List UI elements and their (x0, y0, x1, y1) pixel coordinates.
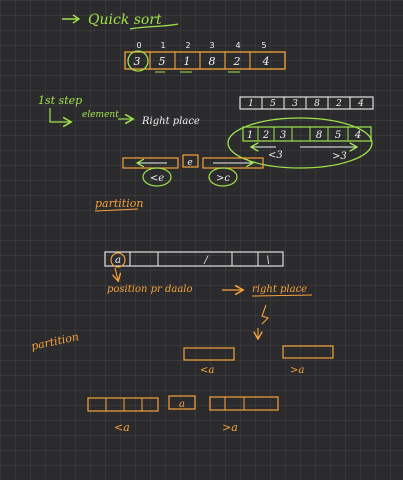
sorted-cell: 4 (357, 99, 364, 109)
result-cell: 3 (280, 130, 286, 141)
final-lt-a-label: <a (114, 421, 130, 434)
element-arrow-icon (49, 108, 70, 122)
index-label: 2 (185, 41, 190, 50)
sorted-array-dividers (261, 97, 351, 109)
array-cell: 3 (134, 55, 141, 68)
final-pivot-label: a (179, 399, 185, 410)
pivot-circle (127, 50, 149, 72)
right-place-label: Right place (141, 116, 200, 127)
title-arrow-icon (62, 14, 81, 24)
index-label: 5 (261, 41, 266, 50)
gt-a-box (282, 345, 334, 359)
lt-e-label: <e (150, 173, 164, 184)
bottom-array-box (104, 251, 284, 267)
partition-underline (94, 208, 139, 212)
final-gt-a-label: >a (222, 421, 238, 434)
bottom-cell: / (203, 255, 209, 266)
result-group: 1 2 3 8 5 4 <3 >3 (227, 117, 373, 169)
title-underline (129, 23, 179, 30)
step-label: 1st step (38, 94, 82, 107)
sorted-cell: 3 (292, 99, 298, 109)
result-cell: 4 (354, 130, 361, 141)
result-cell: 1 (247, 130, 253, 141)
title-group: Quick sort (62, 12, 179, 30)
bottom-array-dividers (129, 252, 259, 266)
lt-three-label: <3 (268, 150, 283, 161)
final-left-dividers (105, 398, 143, 411)
lt-a-label: <a (200, 365, 214, 376)
result-cell: 2 (262, 130, 269, 141)
array-cell: 1 (184, 55, 191, 68)
pivot-label: e (187, 158, 192, 168)
sorted-cell: 8 (314, 99, 320, 109)
partition-label-bottom: partition (30, 330, 80, 353)
index-label: 0 (136, 41, 141, 50)
element-label: element (82, 110, 119, 120)
index-label: 4 (235, 41, 240, 50)
array-cell: 5 (159, 55, 166, 68)
sorted-array: 1 5 3 8 2 4 (239, 96, 374, 110)
position-text-group: position pr daalo right place (107, 284, 313, 338)
right-place-text: right place (252, 284, 307, 295)
pivot-box (182, 154, 199, 168)
result-array-dividers (257, 127, 349, 141)
page-title: Quick sort (88, 12, 162, 28)
array-cell: 4 (262, 55, 270, 68)
gt-e-oval (208, 167, 238, 187)
final-right-dividers (224, 397, 245, 410)
final-pivot-box (168, 395, 196, 410)
sorted-cell: 5 (270, 99, 276, 109)
right-place-underline (251, 294, 313, 297)
right-partition-box (202, 157, 264, 169)
main-array-indices: 0 1 2 3 4 5 (136, 41, 266, 50)
result-cell: 5 (335, 130, 341, 141)
index-label: 3 (209, 41, 214, 50)
first-step-group: 1st step element Right place (38, 94, 200, 127)
array-cell: 8 (209, 55, 216, 68)
left-partition-box (122, 157, 179, 169)
main-array: 3 5 1 8 2 4 (124, 50, 286, 73)
main-array-box (124, 51, 286, 70)
index-label: 1 (160, 41, 165, 50)
result-cell: 8 (316, 130, 322, 141)
bottom-array: a / \ (104, 251, 284, 280)
main-array-dividers (149, 52, 251, 69)
position-text: position pr daalo (107, 284, 193, 295)
gt-three-label: >3 (332, 151, 347, 162)
lt-a-box (183, 347, 235, 361)
partition-label-top: partition (95, 197, 143, 210)
sorted-cell: 2 (335, 99, 342, 109)
result-oval (227, 117, 373, 169)
pivot-down-arrow-icon (115, 267, 118, 280)
squiggle-mark (261, 304, 270, 325)
partition-diagram: e <e >c (122, 154, 264, 187)
gt-e-label: >c (216, 173, 230, 184)
split-boxes: <a >a (183, 345, 334, 376)
result-array-box (242, 126, 372, 142)
final-left-box (87, 397, 159, 412)
lt-e-oval (142, 167, 172, 187)
gt-a-label: >a (290, 365, 304, 376)
final-row: a <a >a (87, 395, 279, 434)
sorted-cell: 1 (248, 99, 254, 109)
array-cell: 2 (233, 55, 241, 68)
bottom-pivot-circle (110, 252, 126, 268)
bottom-cell: \ (266, 255, 269, 266)
bottom-cell-first: a (115, 255, 121, 266)
